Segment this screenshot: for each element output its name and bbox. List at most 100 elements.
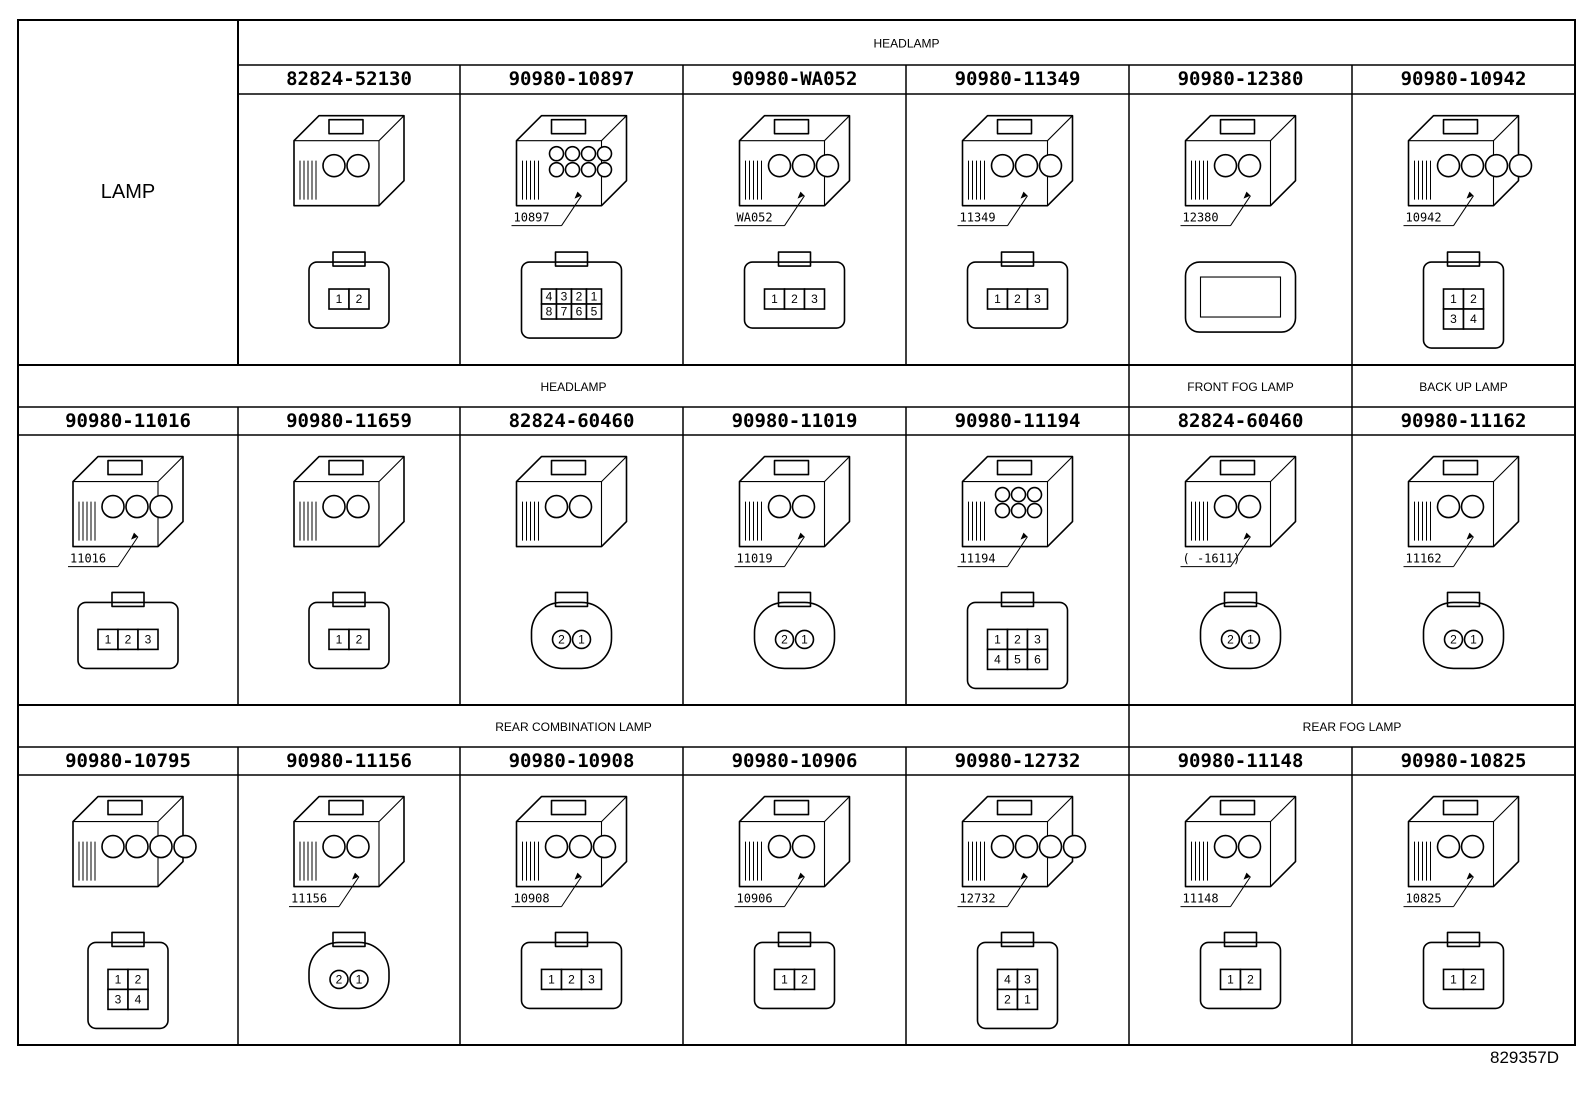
face-outline	[77, 601, 179, 670]
table-grid	[17, 19, 1576, 1046]
part-number: 82824-60460	[1178, 410, 1304, 432]
body-edge	[1185, 456, 1296, 547]
terminal-hole	[1436, 494, 1461, 519]
pin-number: 4	[135, 992, 142, 1006]
body-outline	[515, 114, 628, 207]
callout-leader	[784, 536, 805, 567]
terminal-hole	[1010, 486, 1027, 503]
callout-leader	[117, 536, 139, 567]
callout-arrow	[1020, 872, 1028, 880]
face-key	[554, 931, 589, 948]
callout-leader	[1007, 195, 1028, 226]
pin-number: 1	[578, 632, 585, 646]
face-outline	[308, 601, 390, 670]
latch	[550, 799, 587, 816]
pin-cavity	[1016, 988, 1039, 1011]
callout-arrow	[797, 191, 805, 199]
callout-arrow	[574, 191, 582, 199]
pin-number: 6	[576, 305, 583, 319]
section-label: REAR COMBINATION LAMP	[495, 720, 651, 734]
pin-number: 1	[1450, 972, 1457, 986]
callout: 10825	[1403, 872, 1474, 908]
body-outline	[515, 795, 628, 888]
part-number: 90980-10906	[732, 750, 858, 772]
connector-cell: 12380	[1180, 114, 1297, 333]
pin-number: 1	[336, 632, 343, 646]
connector-body-sketch	[738, 795, 851, 888]
pin-number: 1	[356, 972, 363, 986]
pin-number: 2	[1227, 632, 1234, 646]
pin-number: 3	[1024, 972, 1031, 986]
face-outline	[520, 261, 623, 339]
callout-leader	[1007, 536, 1028, 567]
part-number: 90980-12380	[1178, 68, 1304, 90]
pin-number: 2	[1247, 972, 1254, 986]
terminal-hole	[1460, 494, 1485, 519]
pin-number: 2	[1470, 972, 1477, 986]
callout: 11156	[289, 872, 360, 908]
face-outline	[520, 941, 623, 1010]
callout-leader	[1230, 195, 1251, 226]
latch	[773, 799, 810, 816]
body-outline	[293, 114, 405, 207]
callout-arrow	[352, 872, 359, 880]
pin-cavity	[1220, 629, 1241, 650]
body-outline	[515, 455, 628, 548]
section-label: BACK UP LAMP	[1419, 380, 1507, 394]
terminal-hole	[1508, 153, 1533, 178]
pin-number: 4	[994, 652, 1001, 666]
part-number: 90980-10897	[509, 68, 635, 90]
face-outline	[1422, 261, 1505, 349]
latch	[1442, 459, 1479, 476]
face-outline	[1199, 601, 1282, 670]
pin-number: 2	[125, 632, 132, 646]
callout-leader	[561, 876, 582, 907]
face-key	[1446, 251, 1481, 267]
pin-number: 5	[1014, 652, 1021, 666]
terminal-hole	[767, 834, 792, 859]
callout-label: 11019	[737, 552, 773, 566]
face-key	[332, 931, 366, 948]
body-outline	[1184, 455, 1297, 548]
connector-body-sketch	[515, 114, 628, 207]
latch	[328, 799, 364, 816]
callout: 11162	[1403, 532, 1474, 568]
part-number: 90980-11162	[1401, 410, 1527, 432]
connector-body-sketch	[961, 795, 1087, 888]
pin-number: 2	[791, 292, 798, 306]
callout-leader	[1007, 876, 1028, 907]
body-outline	[1407, 795, 1520, 888]
callout-leader	[338, 876, 360, 907]
pin-number: 3	[115, 992, 122, 1006]
callout-arrow	[797, 872, 805, 880]
part-number: 90980-11148	[1178, 750, 1304, 772]
terminal-hole	[767, 494, 792, 519]
pin-cavity	[1463, 629, 1484, 650]
terminal-hole	[1213, 494, 1238, 519]
terminal-hole	[1213, 834, 1238, 859]
pin-number: 1	[1450, 292, 1457, 306]
callout-label: 10897	[514, 211, 550, 225]
body-outline	[293, 455, 405, 548]
latch	[550, 459, 587, 476]
terminal-hole	[767, 153, 792, 178]
latch	[1219, 459, 1256, 476]
pin-number: 4	[1470, 312, 1477, 326]
pin-number: 1	[105, 632, 112, 646]
pin-cavity	[349, 969, 369, 990]
pin-number: 2	[356, 632, 363, 646]
callout: 10942	[1403, 191, 1474, 227]
pin-number: 7	[561, 305, 568, 319]
